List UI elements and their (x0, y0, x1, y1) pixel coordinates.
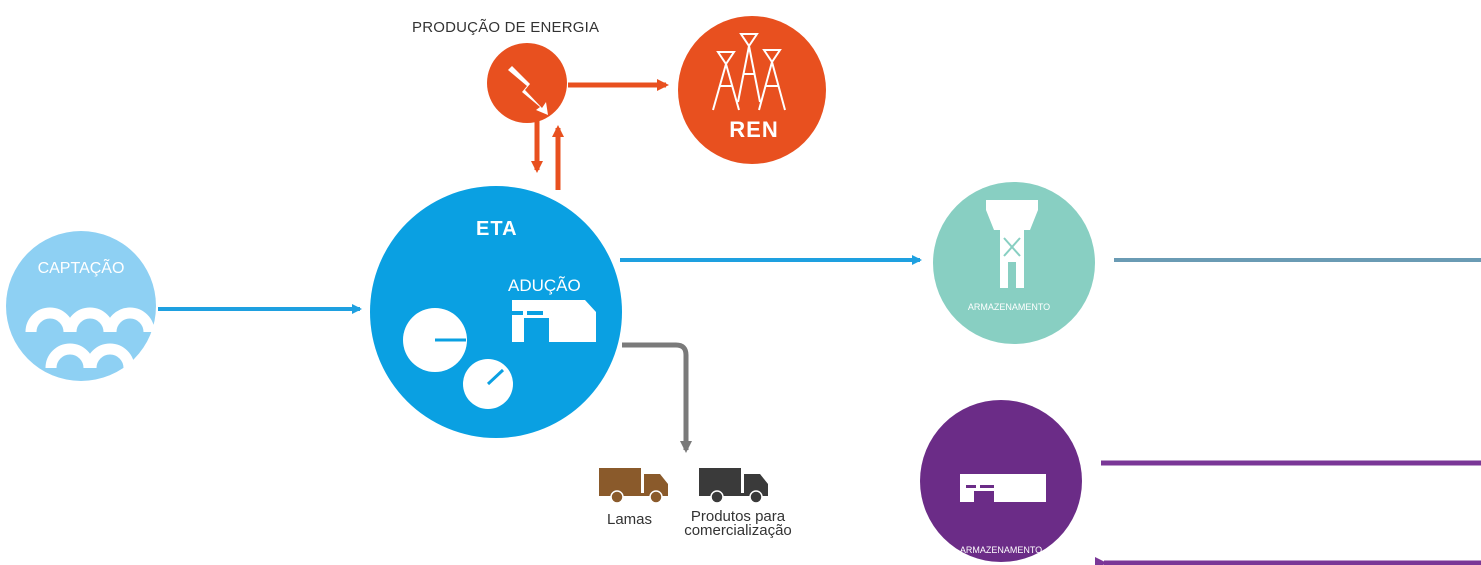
building-icon (512, 300, 596, 342)
ren-label: REN (729, 117, 779, 142)
storage-1-label: ARMAZENAMENTO (967, 302, 1051, 312)
water-intake-arches-icon (25, 307, 155, 369)
lamas-label: Lamas (607, 511, 653, 528)
reservoir-building-icon (960, 474, 1046, 502)
truck-icon (699, 468, 768, 504)
eta-label: ETA (476, 218, 518, 240)
power-pylons-icon (712, 33, 786, 111)
pipe-eta-to-trucks (622, 342, 692, 453)
gauge-icon (403, 308, 513, 409)
ren-node (678, 16, 826, 164)
truck-icon (599, 468, 668, 504)
eta-node (370, 186, 622, 438)
storage-2-label: ARMAZENAMENTO (959, 545, 1043, 555)
aducao-label: ADUÇÃO (508, 276, 581, 295)
produtos-label: Produtos para comercialização (684, 508, 792, 539)
captacao-node (6, 231, 156, 381)
water-tower-icon (986, 200, 1038, 288)
lightning-bolt-icon (508, 66, 548, 115)
energy-production-label: PRODUÇÃO DE ENERGIA (412, 19, 600, 36)
captacao-label: CAPTAÇÃO (37, 260, 125, 277)
